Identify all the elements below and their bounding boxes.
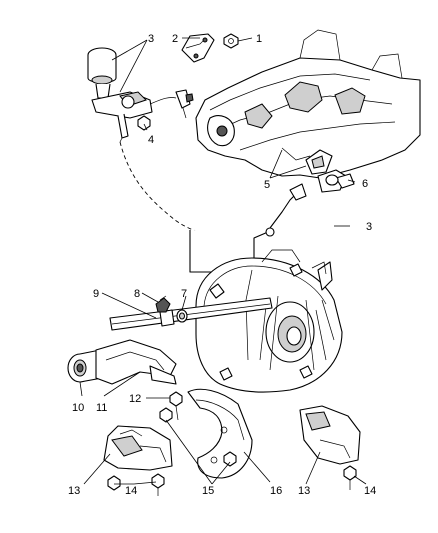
slave-cylinder-parts-5-6 (305, 149, 355, 193)
callout-3-upper: 3 (148, 33, 154, 45)
inspection-cover-left-part-13 (103, 425, 173, 471)
release-fork-part-11 (95, 339, 177, 385)
clutch-master-cylinder-part-3 (87, 47, 194, 143)
callout-7: 7 (181, 288, 187, 300)
clutch-fork-rod (109, 297, 273, 331)
bell-housing (195, 257, 343, 393)
bolt-part-4 (137, 115, 151, 131)
housing-top-tab (261, 249, 327, 275)
callout-13-left: 13 (68, 485, 80, 497)
callout-5: 5 (264, 179, 270, 191)
callout-14-right: 14 (364, 485, 376, 497)
bolts-part-12-15 (159, 391, 237, 467)
clutch-bracket-part-2 (181, 33, 215, 63)
retainer-clip-part-8 (155, 295, 171, 313)
bushing-part-7 (176, 309, 188, 323)
leader-lines (79, 37, 367, 485)
transmission-case-upper (195, 29, 421, 179)
callout-11: 11 (96, 402, 107, 414)
inspection-cover-right-part-13 (299, 405, 361, 465)
bolt-right-part-14 (343, 465, 357, 490)
bolts-left-part-14 (107, 473, 165, 496)
callout-8: 8 (134, 288, 140, 300)
callout-6: 6 (362, 178, 368, 190)
callout-12: 12 (129, 393, 141, 405)
callout-4: 4 (148, 134, 154, 146)
callout-13-right: 13 (298, 485, 310, 497)
callout-15: 15 (202, 485, 214, 497)
nut-part-1 (223, 33, 239, 49)
callout-3-lower: 3 (366, 221, 372, 233)
dust-cover-part-16 (187, 388, 253, 479)
callout-9: 9 (93, 288, 99, 300)
callout-10: 10 (72, 402, 84, 414)
callout-16: 16 (270, 485, 282, 497)
callout-1: 1 (256, 33, 262, 45)
callout-labels: 1 2 3 4 5 6 3 9 8 7 10 11 12 13 14 15 16… (68, 33, 376, 497)
callout-14-left: 14 (125, 485, 137, 497)
callout-2: 2 (172, 33, 178, 45)
